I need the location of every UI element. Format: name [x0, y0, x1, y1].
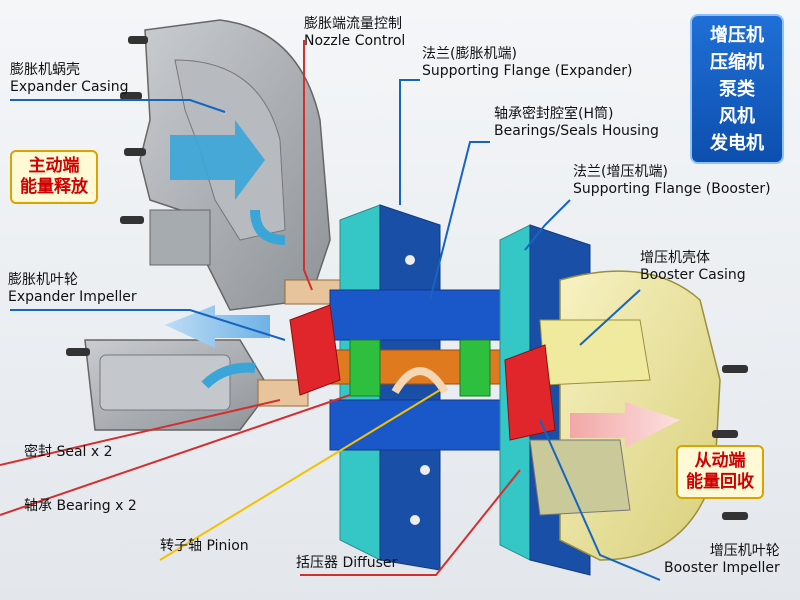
driven-end-callout: 从动端 能量回收 — [676, 445, 764, 499]
supporting-flange-booster-en: Supporting Flange (Booster) — [573, 181, 771, 197]
expander-casing-cn: 膨胀机蜗壳 — [10, 62, 80, 78]
booster-impeller-en: Booster Impeller — [664, 560, 780, 576]
flow-arrows — [165, 120, 680, 448]
bearings-seals-housing-en: Bearings/Seals Housing — [494, 123, 659, 139]
expander-impeller-label: 膨胀机叶轮 Expander Impeller — [8, 272, 137, 306]
badge-item-generator: 发电机 — [710, 133, 764, 154]
expander-impeller-cn: 膨胀机叶轮 — [8, 272, 78, 288]
driving-end-line1: 主动端 — [28, 156, 80, 176]
expander-casing-en: Expander Casing — [10, 79, 129, 95]
supporting-flange-expander-cn: 法兰(膨胀机端) — [422, 46, 517, 62]
expander-impeller-en: Expander Impeller — [8, 289, 137, 305]
nozzle-control-cn: 膨胀端流量控制 — [304, 16, 402, 32]
driving-end-callout: 主动端 能量释放 — [10, 150, 98, 204]
supporting-flange-expander-label: 法兰(膨胀机端) Supporting Flange (Expander) — [422, 46, 632, 80]
expander-casing-label: 膨胀机蜗壳 Expander Casing — [10, 62, 128, 96]
nozzle-control-en: Nozzle Control — [304, 33, 406, 49]
driven-end-line1: 从动端 — [694, 451, 746, 471]
pinion-label: 转子轴 Pinion — [160, 538, 249, 554]
diffuser-label: 括压器 Diffuser — [296, 555, 398, 571]
bearing-housing-shape — [329, 289, 501, 451]
booster-bolts — [712, 365, 748, 520]
driving-end-line2: 能量释放 — [20, 177, 88, 197]
badge-item-compressor: 压缩机 — [710, 52, 764, 73]
bearings-seals-housing-label: 轴承密封腔室(H筒) Bearings/Seals Housing — [494, 106, 659, 140]
bearing-label: 轴承 Bearing x 2 — [24, 498, 137, 514]
booster-impeller-label: 增压机叶轮 Booster Impeller — [664, 543, 780, 577]
expander-impeller-shape — [289, 304, 341, 396]
supporting-flange-expander-en: Supporting Flange (Expander) — [422, 63, 633, 79]
nozzle-control-label: 膨胀端流量控制 Nozzle Control — [304, 16, 405, 50]
driven-end-line2: 能量回收 — [686, 472, 754, 492]
badge-item-fan: 风机 — [719, 106, 755, 127]
booster-impeller-shape — [504, 344, 556, 441]
bearings-seals-housing-cn: 轴承密封腔室(H筒) — [494, 106, 614, 122]
booster-casing-cn: 增压机壳体 — [640, 250, 710, 266]
badge-item-pump: 泵类 — [719, 79, 755, 100]
supporting-flange-booster-label: 法兰(增压机端) Supporting Flange (Booster) — [573, 164, 771, 198]
booster-casing-en: Booster Casing — [640, 267, 746, 283]
application-badge: 增压机 压缩机 泵类 风机 发电机 — [690, 14, 784, 164]
badge-item-booster: 增压机 — [710, 25, 764, 46]
expander-bolts — [66, 36, 148, 356]
leader-lines — [0, 40, 661, 581]
booster-casing-label: 增压机壳体 Booster Casing — [640, 250, 746, 284]
booster-impeller-cn: 增压机叶轮 — [709, 543, 780, 559]
supporting-flange-booster-cn: 法兰(增压机端) — [573, 164, 668, 180]
seal-label: 密封 Seal x 2 — [24, 444, 113, 460]
